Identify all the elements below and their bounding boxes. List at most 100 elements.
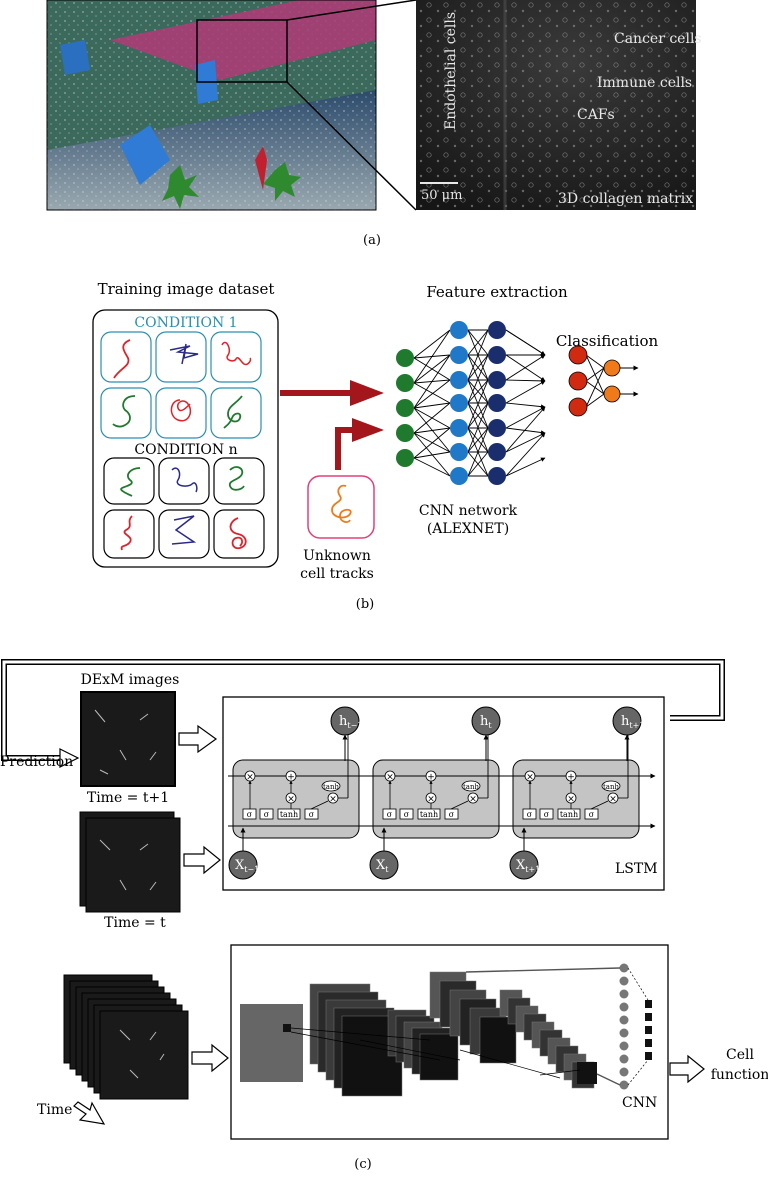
time-arrow bbox=[73, 1101, 106, 1125]
microscopy-image: Endothelial cells Cancer cells Immune ce… bbox=[416, 0, 702, 210]
condition-1-tiles bbox=[100, 331, 262, 439]
hidden2-node-3 bbox=[488, 394, 506, 412]
unknown-tracks-label-2: cell tracks bbox=[300, 566, 374, 582]
cancer-cells-label: Cancer cells bbox=[614, 31, 702, 47]
collagen-matrix-label: 3D collagen matrix bbox=[558, 191, 693, 207]
input-node-4 bbox=[396, 449, 414, 467]
final-map bbox=[577, 1062, 597, 1084]
pointwise-op-symbol: × bbox=[469, 795, 477, 805]
gate-box bbox=[242, 808, 257, 820]
panel-a: Endothelial cells Cancer cells Immune ce… bbox=[46, 0, 702, 248]
input-node bbox=[228, 850, 258, 880]
cell-function-label-1: Cell bbox=[726, 1047, 754, 1063]
gate-label: σ bbox=[544, 810, 550, 819]
dense-node-1 bbox=[619, 976, 629, 986]
dense-node-5 bbox=[619, 1028, 629, 1038]
pointwise-op-symbol: × bbox=[567, 795, 575, 805]
gate-label: σ bbox=[309, 810, 315, 819]
output-unit-1 bbox=[645, 1013, 652, 1021]
gate-box bbox=[522, 808, 537, 820]
arrow-to-lstm-bottom bbox=[183, 845, 221, 875]
class-node-0 bbox=[568, 345, 588, 365]
gate-label: σ bbox=[404, 810, 410, 819]
pointwise-op-symbol: × bbox=[427, 795, 435, 805]
image-time-t1 bbox=[80, 691, 176, 787]
panel-c: DExM images Prediction Time = t+1 Time =… bbox=[0, 659, 768, 1172]
image-stack-time-t bbox=[79, 811, 181, 913]
panel-b-label: (b) bbox=[356, 597, 374, 612]
input-node-1 bbox=[396, 374, 414, 392]
condition-n-tiles bbox=[103, 457, 265, 559]
hidden1-node-0 bbox=[450, 321, 468, 339]
unknown-track-tile bbox=[307, 475, 375, 539]
gate-label: tanh bbox=[420, 810, 438, 819]
gate-label: σ bbox=[589, 810, 595, 819]
stack-cell-traces bbox=[119, 1029, 165, 1079]
gate-label: tanh bbox=[280, 810, 298, 819]
pointwise-op-symbol: × bbox=[246, 773, 254, 783]
time-t-label: Time = t bbox=[104, 915, 166, 931]
hidden2-node-1 bbox=[488, 346, 506, 364]
gate-box bbox=[539, 808, 554, 820]
gate-label: σ bbox=[449, 810, 455, 819]
feature-extraction-title: Feature extraction bbox=[426, 283, 568, 301]
stack-frame-border bbox=[99, 1010, 189, 1100]
cafs-label: CAFs bbox=[577, 107, 615, 123]
hidden-state-node bbox=[612, 706, 642, 736]
alexnet-label: (ALEXNET) bbox=[427, 521, 509, 537]
cnn-network-label: CNN network bbox=[419, 503, 518, 519]
hidden1-node-4 bbox=[450, 419, 468, 437]
tanh-op-label: tanh bbox=[323, 783, 339, 791]
input-node bbox=[369, 850, 399, 880]
dense-node-9 bbox=[619, 1080, 629, 1090]
tanh-op-label: tanh bbox=[603, 783, 619, 791]
hidden1-node-6 bbox=[450, 467, 468, 485]
tanh-op-label: tanh bbox=[463, 783, 479, 791]
pool1-map bbox=[419, 1033, 459, 1081]
condition-1-label: CONDITION 1 bbox=[134, 315, 237, 331]
cnn-label: CNN bbox=[622, 1095, 657, 1111]
hidden1-node-3 bbox=[450, 394, 468, 412]
panel-a-label: (a) bbox=[363, 233, 381, 248]
panel-b: Training image dataset CONDITION 1 CONDI… bbox=[92, 280, 658, 612]
3d-render-image bbox=[46, 0, 377, 211]
dense-node-2 bbox=[619, 989, 629, 999]
arrow-to-cell-function bbox=[669, 1054, 705, 1084]
immune-cells-label: Immune cells bbox=[597, 75, 692, 91]
training-arrow bbox=[280, 380, 384, 406]
time-label: Time bbox=[37, 1102, 72, 1118]
dense-node-6 bbox=[619, 1041, 629, 1051]
gate-box bbox=[382, 808, 397, 820]
output-unit-2 bbox=[645, 1026, 652, 1034]
gate-box bbox=[277, 808, 301, 820]
hidden2-node-5 bbox=[488, 443, 506, 461]
time-image-stack bbox=[63, 974, 189, 1100]
gate-box bbox=[399, 808, 414, 820]
hidden-state-node bbox=[471, 706, 501, 736]
dense-node-4 bbox=[619, 1015, 629, 1025]
input-node-2 bbox=[396, 399, 414, 417]
output-unit-3 bbox=[645, 1039, 652, 1047]
gate-label: tanh bbox=[560, 810, 578, 819]
hidden2-node-4 bbox=[488, 419, 506, 437]
dense-node-8 bbox=[619, 1067, 629, 1077]
pointwise-op-symbol: + bbox=[567, 773, 575, 783]
stack-frame bbox=[99, 1010, 189, 1100]
output-unit-4 bbox=[645, 1052, 652, 1060]
input-map bbox=[240, 1004, 303, 1082]
pointwise-op-symbol: × bbox=[609, 795, 617, 805]
gate-label: σ bbox=[247, 810, 253, 819]
gate-box bbox=[557, 808, 581, 820]
input-node-3 bbox=[396, 424, 414, 442]
cnn-network-graph bbox=[396, 321, 639, 485]
tanh-op bbox=[601, 780, 621, 792]
dense-node-7 bbox=[619, 1054, 629, 1064]
unknown-input-arrow bbox=[335, 418, 384, 470]
tanh-op bbox=[321, 780, 341, 792]
dense-node-3 bbox=[619, 1002, 629, 1012]
cell-function-label-2: function bbox=[711, 1067, 768, 1083]
pointwise-op-symbol: × bbox=[287, 795, 295, 805]
